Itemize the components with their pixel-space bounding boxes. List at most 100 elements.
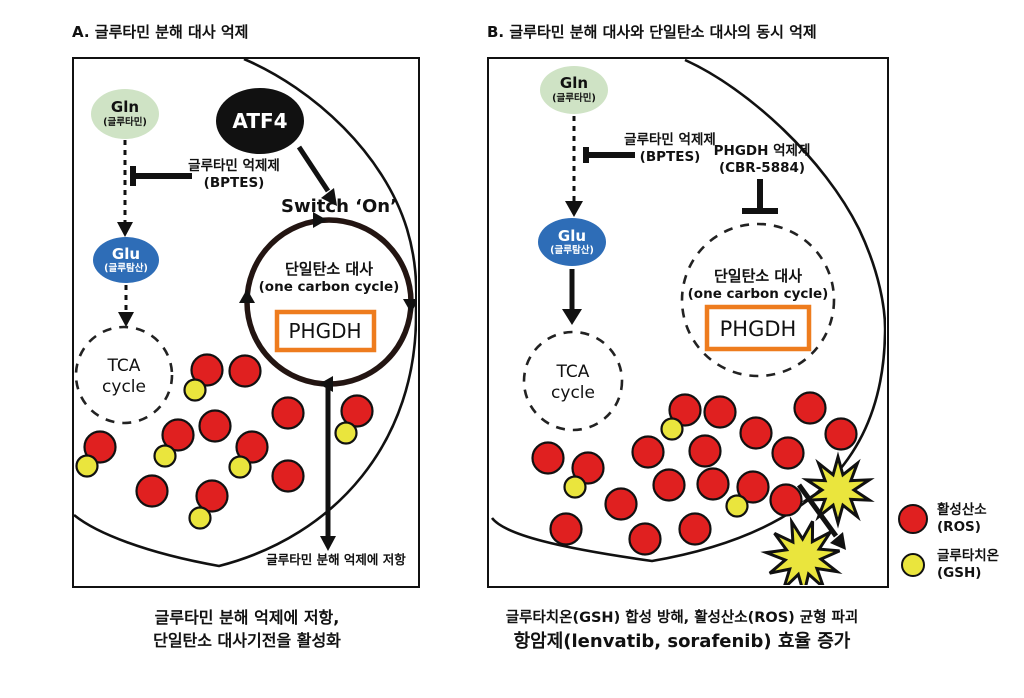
phgdh-label: PHGDH xyxy=(288,319,361,343)
panel-b-caption-line1: 글루타치온(GSH) 합성 방해, 활성산소(ROS) 균형 파괴 xyxy=(505,610,859,626)
gsh-dot xyxy=(725,494,749,518)
gsh-dot xyxy=(660,417,684,441)
ros-dot xyxy=(736,470,770,504)
ros-dot xyxy=(678,512,712,546)
ros-dot xyxy=(739,416,773,450)
glu-sublabel: (글루탐산) xyxy=(550,244,594,256)
one-carbon-label-2: (one carbon cycle) xyxy=(259,279,400,295)
ros-dot xyxy=(190,353,224,387)
arrowhead-down xyxy=(565,201,583,217)
panel-a-caption: 글루타민 분해 억제에 저항, 단일탄소 대사기전을 활성화 xyxy=(77,606,417,652)
cbr-label-2: (CBR-5884) xyxy=(719,160,805,176)
ros-dot xyxy=(688,434,722,468)
arrowhead-down xyxy=(118,312,134,327)
ros-legend-label-1: 활성산소 xyxy=(937,502,987,518)
one-carbon-label-1: 단일탄소 대사 xyxy=(714,267,802,285)
cycle-arrowhead-down xyxy=(403,299,417,313)
one-carbon-label-1: 단일탄소 대사 xyxy=(285,260,373,278)
gsh-dots xyxy=(563,417,749,518)
ros-dot xyxy=(271,459,305,493)
tca-cycle-circle xyxy=(74,325,174,425)
legend-item-gsh: 글루타치온 (GSH) xyxy=(898,548,999,582)
arrowhead-downright xyxy=(321,188,337,206)
panel-a-title: A. 글루타민 분해 대사 억제 xyxy=(72,23,249,41)
phgdh-box xyxy=(704,304,812,352)
ros-dot xyxy=(198,409,232,443)
gsh-dot xyxy=(153,444,177,468)
ros-dot xyxy=(631,435,665,469)
ros-dots xyxy=(531,391,858,556)
gln-label: Gln xyxy=(560,74,588,92)
one-carbon-cycle-circle xyxy=(244,217,414,387)
bptes-label-1: 글루타민 억제제 xyxy=(188,157,280,174)
ros-dot xyxy=(531,441,565,475)
arrowhead-down xyxy=(562,309,582,325)
ros-dot xyxy=(271,396,305,430)
gsh-dot xyxy=(228,455,252,479)
arrowhead-down xyxy=(117,222,133,237)
phgdh-box xyxy=(274,309,377,353)
tca-label-1: TCA xyxy=(556,362,590,382)
cell-membrane xyxy=(74,59,417,568)
legend: 활성산소 (ROS) 글루타치온 (GSH) xyxy=(898,502,999,594)
bptes-label-2: (BPTES) xyxy=(640,149,701,165)
glu-node xyxy=(538,218,606,266)
ros-burst-lower xyxy=(760,516,843,585)
phgdh-label: PHGDH xyxy=(720,317,797,341)
arrowhead-downright xyxy=(830,532,846,550)
ros-dot xyxy=(771,436,805,470)
damage-arrow xyxy=(796,483,839,538)
gsh-dot xyxy=(75,454,99,478)
ros-dot xyxy=(769,483,803,517)
panel-b-title: B. 글루타민 분해 대사와 단일탄소 대사의 동시 억제 xyxy=(487,23,817,41)
atf4-arrow xyxy=(296,145,331,193)
ros-dot xyxy=(549,512,583,546)
ros-dot xyxy=(83,430,117,464)
glu-node xyxy=(93,237,159,283)
ros-dot xyxy=(228,354,262,388)
switch-on-label: Switch ‘On’ xyxy=(281,196,397,217)
gsh-dot xyxy=(563,475,587,499)
tca-label-2: cycle xyxy=(551,383,595,403)
gsh-dot xyxy=(334,421,358,445)
one-carbon-label-2: (one carbon cycle) xyxy=(688,286,829,302)
ros-dot xyxy=(571,451,605,485)
ros-dot xyxy=(235,430,269,464)
gsh-dot xyxy=(183,378,207,402)
gln-sublabel: (글루타민) xyxy=(552,92,596,104)
ros-dots xyxy=(83,353,374,513)
gsh-legend-icon xyxy=(901,553,925,577)
resist-label: 글루타민 분해 억제에 저항 xyxy=(266,552,406,567)
glu-label: Glu xyxy=(112,245,140,263)
ros-dot xyxy=(696,467,730,501)
panel-b-diagram: Gln (글루타민) 글루타민 억제제 (BPTES) PHGDH 억제제 (C… xyxy=(490,59,886,585)
ros-dot xyxy=(195,479,229,513)
panel-b-cell-box: Gln (글루타민) 글루타민 억제제 (BPTES) PHGDH 억제제 (C… xyxy=(487,57,889,588)
cell-membrane xyxy=(490,59,886,563)
cycle-arrowhead-up xyxy=(239,289,255,303)
ros-dot xyxy=(628,522,662,556)
arrowhead-down xyxy=(320,536,336,551)
gsh-dots xyxy=(75,378,358,530)
ros-dot xyxy=(668,393,702,427)
gln-node xyxy=(540,66,608,114)
ros-dot xyxy=(824,417,858,451)
panel-a-diagram: Gln (글루타민) 글루타민 억제제 (BPTES) Glu (글루탐산) T… xyxy=(74,59,417,568)
gsh-legend-label-2: (GSH) xyxy=(937,565,982,581)
gsh-dot xyxy=(188,506,212,530)
tca-label-1: TCA xyxy=(107,356,141,376)
atf4-node xyxy=(216,88,304,154)
one-carbon-cycle-circle xyxy=(680,222,836,378)
ros-dot xyxy=(703,395,737,429)
gln-node xyxy=(91,89,159,139)
panel-a-caption-line2: 단일탄소 대사기전을 활성화 xyxy=(153,631,341,650)
tca-cycle-circle xyxy=(522,330,624,432)
panel-b-caption-line2: 항암제(lenvatib, sorafenib) 효율 증가 xyxy=(513,631,851,652)
ros-legend-icon xyxy=(898,504,928,534)
ros-dot xyxy=(161,418,195,452)
ros-dot xyxy=(652,468,686,502)
panel-a-caption-line1: 글루타민 분해 억제에 저항, xyxy=(154,608,340,627)
tca-label-2: cycle xyxy=(102,377,146,397)
ros-burst-upper xyxy=(801,451,875,529)
